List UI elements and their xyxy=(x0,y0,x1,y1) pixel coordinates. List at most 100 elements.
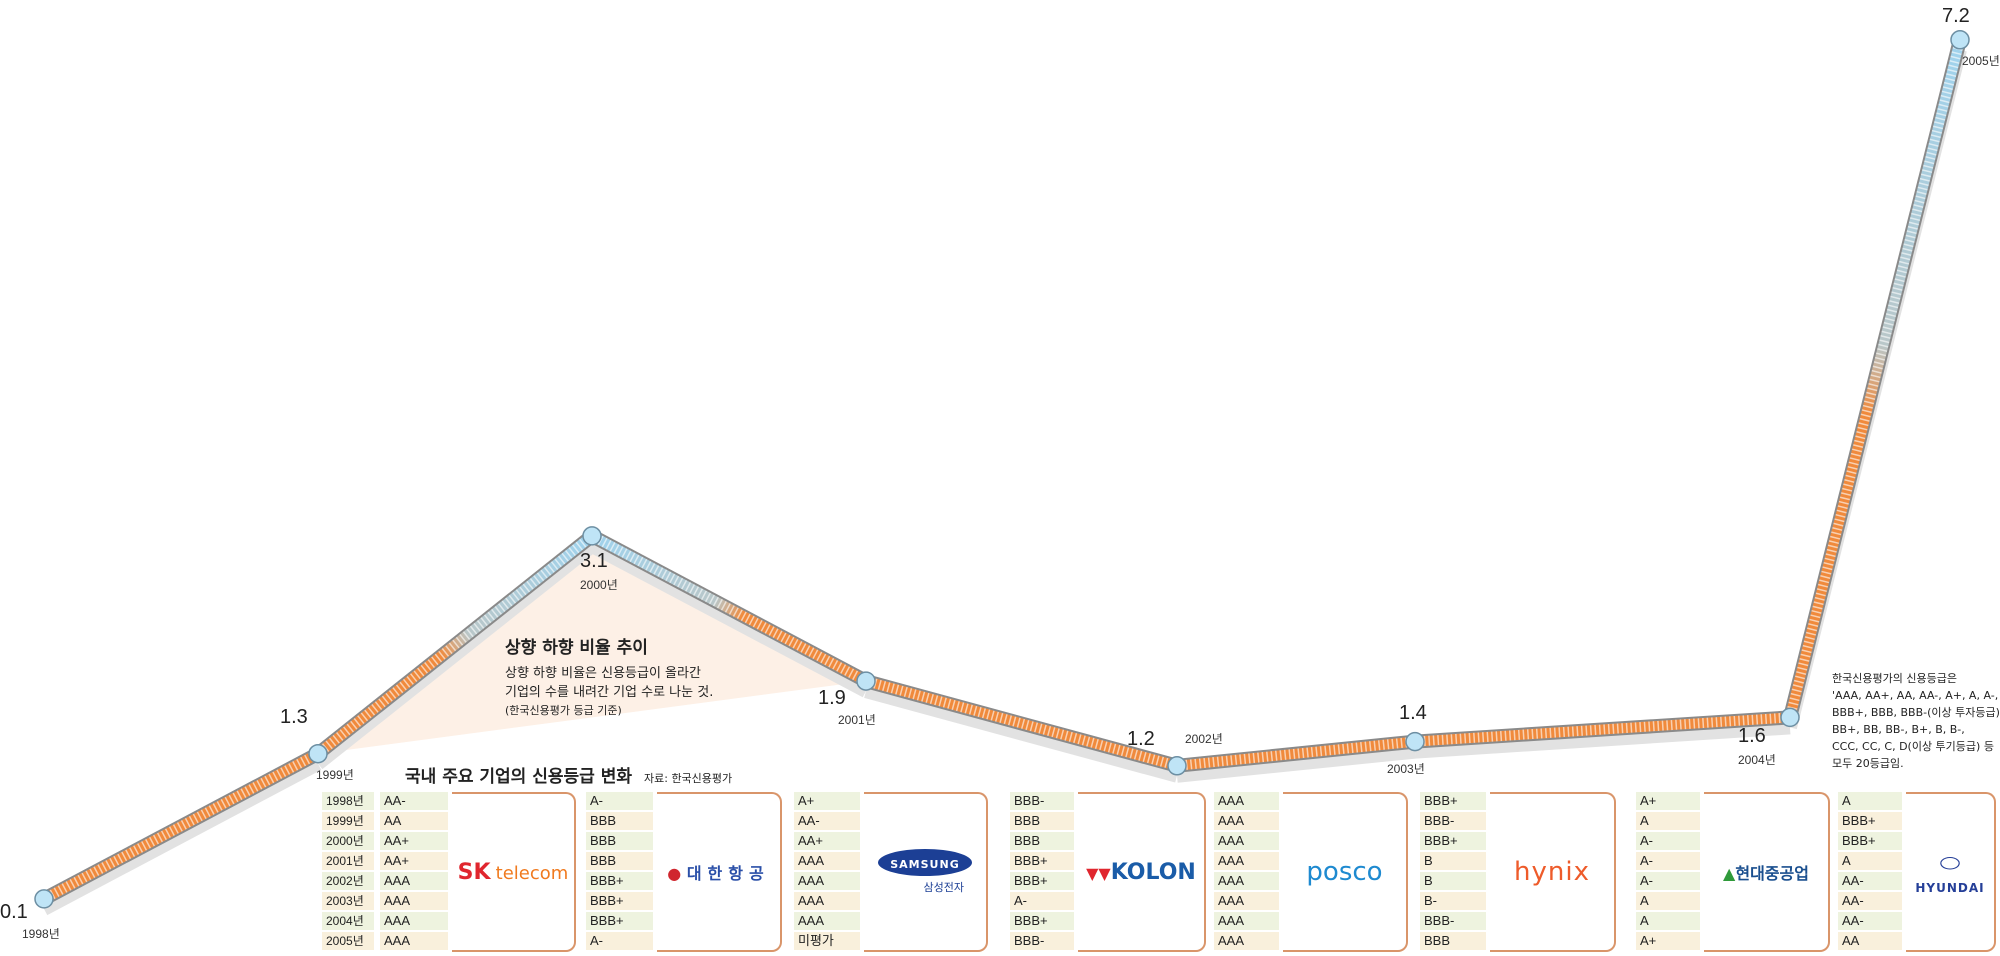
line-shadow xyxy=(40,757,322,916)
year-label: 2003년 xyxy=(1387,761,1425,776)
chart-description-1: 상향 하향 비율은 신용등급이 올라간 xyxy=(505,666,701,681)
grade-cell: BBB+ xyxy=(1838,832,1902,850)
year-cell: 1998년 xyxy=(322,792,374,810)
grade-cell: A- xyxy=(1010,892,1074,910)
grade-column-SK telecom: AA-AAAA+AA+AAAAAAAAAAAA xyxy=(380,792,448,952)
grade-cell: BBB+ xyxy=(1420,792,1486,810)
company-logo-posco: posco xyxy=(1283,792,1408,952)
grade-cell: BBB+ xyxy=(1010,852,1074,870)
logo-text: telecom xyxy=(495,862,569,884)
grade-cell: A xyxy=(1838,792,1902,810)
grade-cell: A+ xyxy=(1636,792,1700,810)
value-label: 1.3 xyxy=(280,705,308,728)
grade-cell: A xyxy=(1636,812,1700,830)
ratings-title: 국내 주요 기업의 신용등급 변화 xyxy=(405,767,632,787)
line-segment-stripes xyxy=(1176,736,1416,771)
grade-note-line: 한국신용평가의 신용등급은 xyxy=(1832,672,1957,685)
company-logo-HYUNDAI: ⬭ HYUNDAI xyxy=(1906,792,1996,952)
line-segment xyxy=(41,749,321,904)
grade-cell: AA+ xyxy=(380,852,448,870)
kolon-mark-icon: ▼▼ xyxy=(1086,863,1111,883)
logo-text: HYUNDAI xyxy=(1915,880,1985,895)
grade-cell: A- xyxy=(1636,832,1700,850)
year-label: 2004년 xyxy=(1738,753,1776,768)
logo-text: posco xyxy=(1306,857,1383,887)
line-shadow xyxy=(588,539,870,698)
grade-cell: AAA xyxy=(1214,912,1279,930)
value-label: 7.2 xyxy=(1942,4,1970,27)
grade-cell: AA- xyxy=(1838,872,1902,890)
grade-cell: AA+ xyxy=(794,832,860,850)
grade-cell: BBB+ xyxy=(586,892,653,910)
grade-cell: B xyxy=(1420,872,1486,890)
line-segment xyxy=(1785,38,1965,719)
data-point-2002년 xyxy=(1167,756,1187,776)
logo-text: hynix xyxy=(1514,857,1590,887)
line-segment xyxy=(1414,712,1791,747)
chart-description-2: 기업의 수를 내려간 기업 수로 나눈 것. xyxy=(505,685,714,700)
grade-note-line: CCC, CC, C, D(이상 투기등급) 등 xyxy=(1832,740,1994,753)
grade-cell: BBB+ xyxy=(1838,812,1902,830)
company-logo-삼성전자: SAMSUNG 삼성전자 xyxy=(864,792,988,952)
data-point-2004년 xyxy=(1780,707,1800,728)
taeguk-icon: ● xyxy=(667,864,682,883)
chart-title: 상향 하향 비율 추이 xyxy=(505,638,648,658)
year-label: 2001년 xyxy=(838,713,876,728)
grade-cell: A- xyxy=(586,792,653,810)
grade-cell: AAA xyxy=(794,852,860,870)
grade-cell: BBB xyxy=(586,852,653,870)
year-cell: 2001년 xyxy=(322,852,374,870)
grade-cell: B- xyxy=(1420,892,1486,910)
logo-text: KOLON xyxy=(1110,859,1196,885)
grade-cell: AAA xyxy=(1214,832,1279,850)
year-cell: 2000년 xyxy=(322,832,374,850)
company-logo-hynix: hynix xyxy=(1490,792,1616,952)
grade-cell: AAA xyxy=(1214,892,1279,910)
grade-cell: BBB- xyxy=(1010,932,1074,950)
chart-note: 상향 하향 비율 추이 상향 하향 비율은 신용등급이 올라간 기업의 수를 내… xyxy=(505,633,713,718)
hyundai-emblem-icon: ⬭ xyxy=(1939,848,1961,877)
year-cell: 2005년 xyxy=(322,932,374,950)
year-cell: 1999년 xyxy=(322,812,374,830)
ratings-source: 자료: 한국신용평가 xyxy=(644,772,733,785)
grade-cell: BBB xyxy=(1010,832,1074,850)
grade-cell: AAA xyxy=(1214,932,1279,950)
grade-cell: BBB- xyxy=(1010,792,1074,810)
year-label: 2002년 xyxy=(1185,731,1223,746)
grade-cell: A xyxy=(1636,912,1700,930)
company-logo-SK telecom: SK telecom xyxy=(452,792,576,952)
chart-basis: (한국신용평가 등급 기준) xyxy=(505,704,622,717)
logo-text: SK xyxy=(457,859,491,885)
value-label: 1.9 xyxy=(818,687,846,710)
grade-note-line: BB+, BB, BB-, B+, B, B-, xyxy=(1832,723,1965,736)
logo-text: 삼성전자 xyxy=(923,881,964,894)
grade-cell: BBB+ xyxy=(1010,912,1074,930)
grade-cell: AAA xyxy=(1214,872,1279,890)
year-label: 1999년 xyxy=(316,767,354,782)
line-segment xyxy=(864,676,1179,771)
logo-text: SAMSUNG xyxy=(890,858,960,871)
value-label: 1.4 xyxy=(1399,701,1427,724)
grade-cell: AA- xyxy=(380,792,448,810)
line-shadow xyxy=(1414,720,1791,759)
grade-cell: BBB xyxy=(586,832,653,850)
year-label: 2000년 xyxy=(580,577,618,592)
year-label: 1998년 xyxy=(22,926,60,941)
peak-shaded-area xyxy=(318,535,866,754)
data-point-2005년 xyxy=(1950,30,1970,50)
data-point-2001년 xyxy=(856,671,876,691)
grade-cell: BBB- xyxy=(1420,812,1486,830)
grade-cell: A+ xyxy=(794,792,860,810)
grade-note: 한국신용평가의 신용등급은 'AAA, AA+, AA, AA-, A+, A,… xyxy=(1832,670,2000,772)
logo-text: 현대중공업 xyxy=(1735,864,1809,883)
value-label: 1.6 xyxy=(1738,725,1766,748)
data-point-1998년 xyxy=(34,889,54,909)
grade-cell: AAA xyxy=(1214,792,1279,810)
grade-cell: BBB+ xyxy=(1420,832,1486,850)
